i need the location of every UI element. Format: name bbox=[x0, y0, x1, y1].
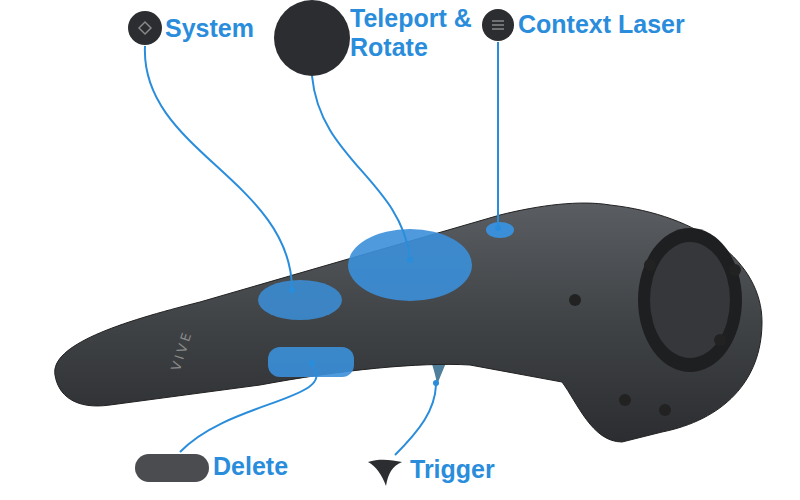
trigger-icon bbox=[368, 460, 402, 486]
system-button bbox=[258, 280, 342, 320]
callout-label: System bbox=[165, 14, 325, 43]
callout-label: Context Laser bbox=[518, 10, 788, 39]
tracking-ring bbox=[638, 228, 742, 372]
callout-label: Teleport & Rotate bbox=[350, 4, 485, 62]
system-icon bbox=[128, 11, 162, 45]
menu-button bbox=[486, 222, 514, 238]
leader-lines bbox=[145, 42, 498, 455]
controller-body bbox=[55, 203, 762, 442]
trackpad-icon bbox=[274, 0, 350, 76]
callout-label: Trigger bbox=[410, 455, 560, 484]
menu-icon bbox=[482, 9, 514, 41]
callout-label: Delete bbox=[213, 452, 363, 481]
grip-icon bbox=[135, 454, 209, 482]
grip-button bbox=[268, 347, 354, 377]
trackpad bbox=[348, 229, 472, 301]
tracking-ring-inner bbox=[650, 242, 730, 358]
